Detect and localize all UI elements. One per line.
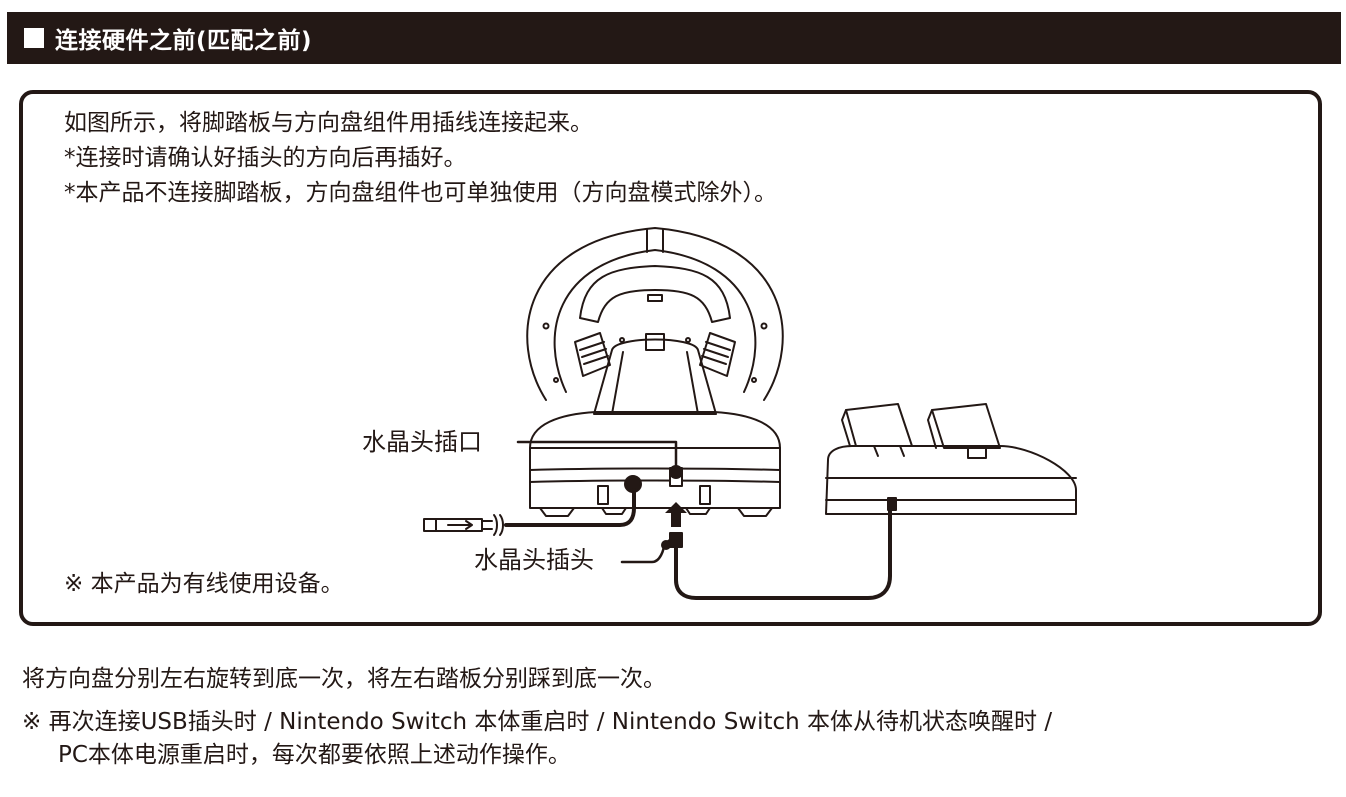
footer-note-line-2: PC本体电源重启时，每次都要依照上述动作操作。 <box>58 742 571 768</box>
instruction-line-2: *连接时请确认好插头的方向后再插好。 <box>64 145 467 171</box>
rj-cable <box>665 502 892 600</box>
port-leader-line <box>516 440 678 470</box>
section-title: 连接硬件之前(匹配之前) <box>55 28 313 54</box>
footer-instruction: 将方向盘分别左右旋转到底一次，将左右踏板分别踩到底一次。 <box>22 666 666 692</box>
steering-wheel-illustration <box>526 227 784 517</box>
usb-cable <box>423 488 636 536</box>
footer-note-line-1: ※ 再次连接USB插头时 / Nintendo Switch 本体重启时 / N… <box>22 709 1053 735</box>
instruction-line-3: *本产品不连接脚踏板，方向盘组件也可单独使用（方向盘模式除外）。 <box>64 180 777 206</box>
illustration-frame <box>19 90 1322 626</box>
port-label: 水晶头插口 <box>362 428 482 456</box>
section-header: 连接硬件之前(匹配之前) <box>7 12 1341 64</box>
pedals-illustration <box>825 403 1077 515</box>
wired-device-note: ※ 本产品为有线使用设备。 <box>64 571 344 597</box>
plug-label: 水晶头插头 <box>474 546 594 574</box>
instruction-line-1: 如图所示，将脚踏板与方向盘组件用插线连接起来。 <box>64 110 593 136</box>
header-square-icon <box>24 28 44 48</box>
